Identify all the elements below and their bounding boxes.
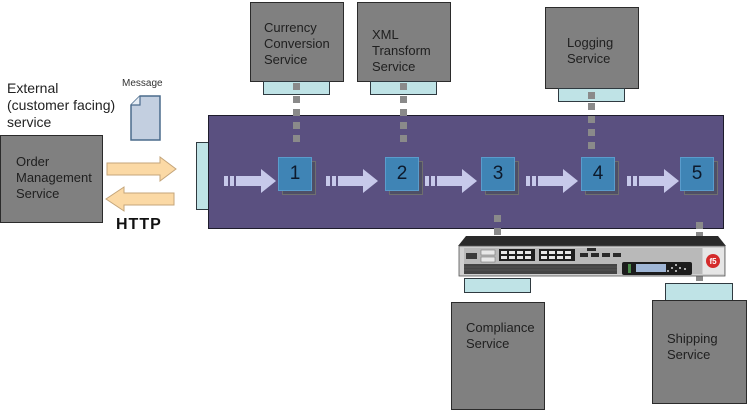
shipping-link-bottom-dot bbox=[696, 274, 703, 281]
step-number: 2 bbox=[385, 157, 419, 191]
logging-link-dot bbox=[588, 92, 595, 99]
shipping-service-label: Shipping Service bbox=[667, 331, 718, 362]
currency-conversion-service-label: Currency Conversion Service bbox=[264, 20, 330, 67]
message-label: Message bbox=[122, 78, 163, 89]
request-arrow-icon bbox=[106, 156, 177, 182]
compliance-link-top-dot bbox=[494, 215, 501, 222]
flow-arrow-icon bbox=[224, 169, 276, 193]
f5-logo-icon bbox=[706, 254, 720, 268]
xml-link-dot bbox=[400, 122, 407, 129]
logging-service-box: Logging Service bbox=[545, 7, 639, 89]
currency-link-dot bbox=[293, 83, 300, 90]
compliance-connector bbox=[464, 278, 531, 293]
step-number: 4 bbox=[581, 157, 615, 191]
processing-step-5: 5 bbox=[680, 157, 718, 195]
f5-logo-text: f5 bbox=[709, 257, 717, 266]
shipping-link-top-dot bbox=[696, 222, 703, 229]
response-arrow-icon bbox=[105, 186, 175, 212]
xml-transform-service-label: XML Transform Service bbox=[372, 27, 431, 74]
flow-arrow-icon bbox=[326, 169, 378, 193]
logging-link-dot bbox=[588, 103, 595, 110]
message-document-icon bbox=[130, 95, 161, 141]
currency-link-dot bbox=[293, 109, 300, 116]
logging-link-dot bbox=[588, 129, 595, 136]
order-management-service-label: Order Management Service bbox=[16, 154, 92, 201]
xml-link-dot bbox=[400, 96, 407, 103]
shipping-link-top-dot bbox=[696, 232, 703, 239]
compliance-service-box: Compliance Service bbox=[451, 302, 545, 410]
compliance-service-label: Compliance Service bbox=[466, 320, 535, 351]
flow-arrow-icon bbox=[627, 169, 679, 193]
processing-step-2: 2 bbox=[385, 157, 423, 195]
http-label: HTTP bbox=[116, 216, 162, 233]
logging-link-dot bbox=[588, 142, 595, 149]
step-number: 1 bbox=[278, 157, 312, 191]
processing-step-1: 1 bbox=[278, 157, 316, 195]
step-number: 3 bbox=[481, 157, 515, 191]
currency-link-dot bbox=[293, 135, 300, 142]
external-service-label: External (customer facing) service bbox=[7, 80, 116, 130]
flow-arrow-icon bbox=[526, 169, 578, 193]
shipping-connector bbox=[665, 283, 733, 301]
f5-appliance-device: f5 bbox=[458, 236, 726, 277]
xml-link-dot bbox=[400, 83, 407, 90]
currency-link-dot bbox=[293, 96, 300, 103]
step-number: 5 bbox=[680, 157, 714, 191]
logging-service-label: Logging Service bbox=[567, 35, 614, 66]
xml-transform-service-box: XML Transform Service bbox=[357, 2, 451, 82]
logging-link-dot bbox=[588, 116, 595, 123]
xml-link-dot bbox=[400, 109, 407, 116]
processing-step-4: 4 bbox=[581, 157, 619, 195]
order-management-service-box: Order Management Service bbox=[0, 135, 103, 223]
shipping-service-box: Shipping Service bbox=[652, 300, 747, 404]
xml-link-dot bbox=[400, 135, 407, 142]
processing-step-3: 3 bbox=[481, 157, 519, 195]
http-arrows bbox=[105, 156, 177, 212]
currency-conversion-service-box: Currency Conversion Service bbox=[250, 2, 344, 82]
compliance-link-top-dot bbox=[494, 228, 501, 235]
flow-arrow-icon bbox=[425, 169, 477, 193]
currency-link-dot bbox=[293, 122, 300, 129]
